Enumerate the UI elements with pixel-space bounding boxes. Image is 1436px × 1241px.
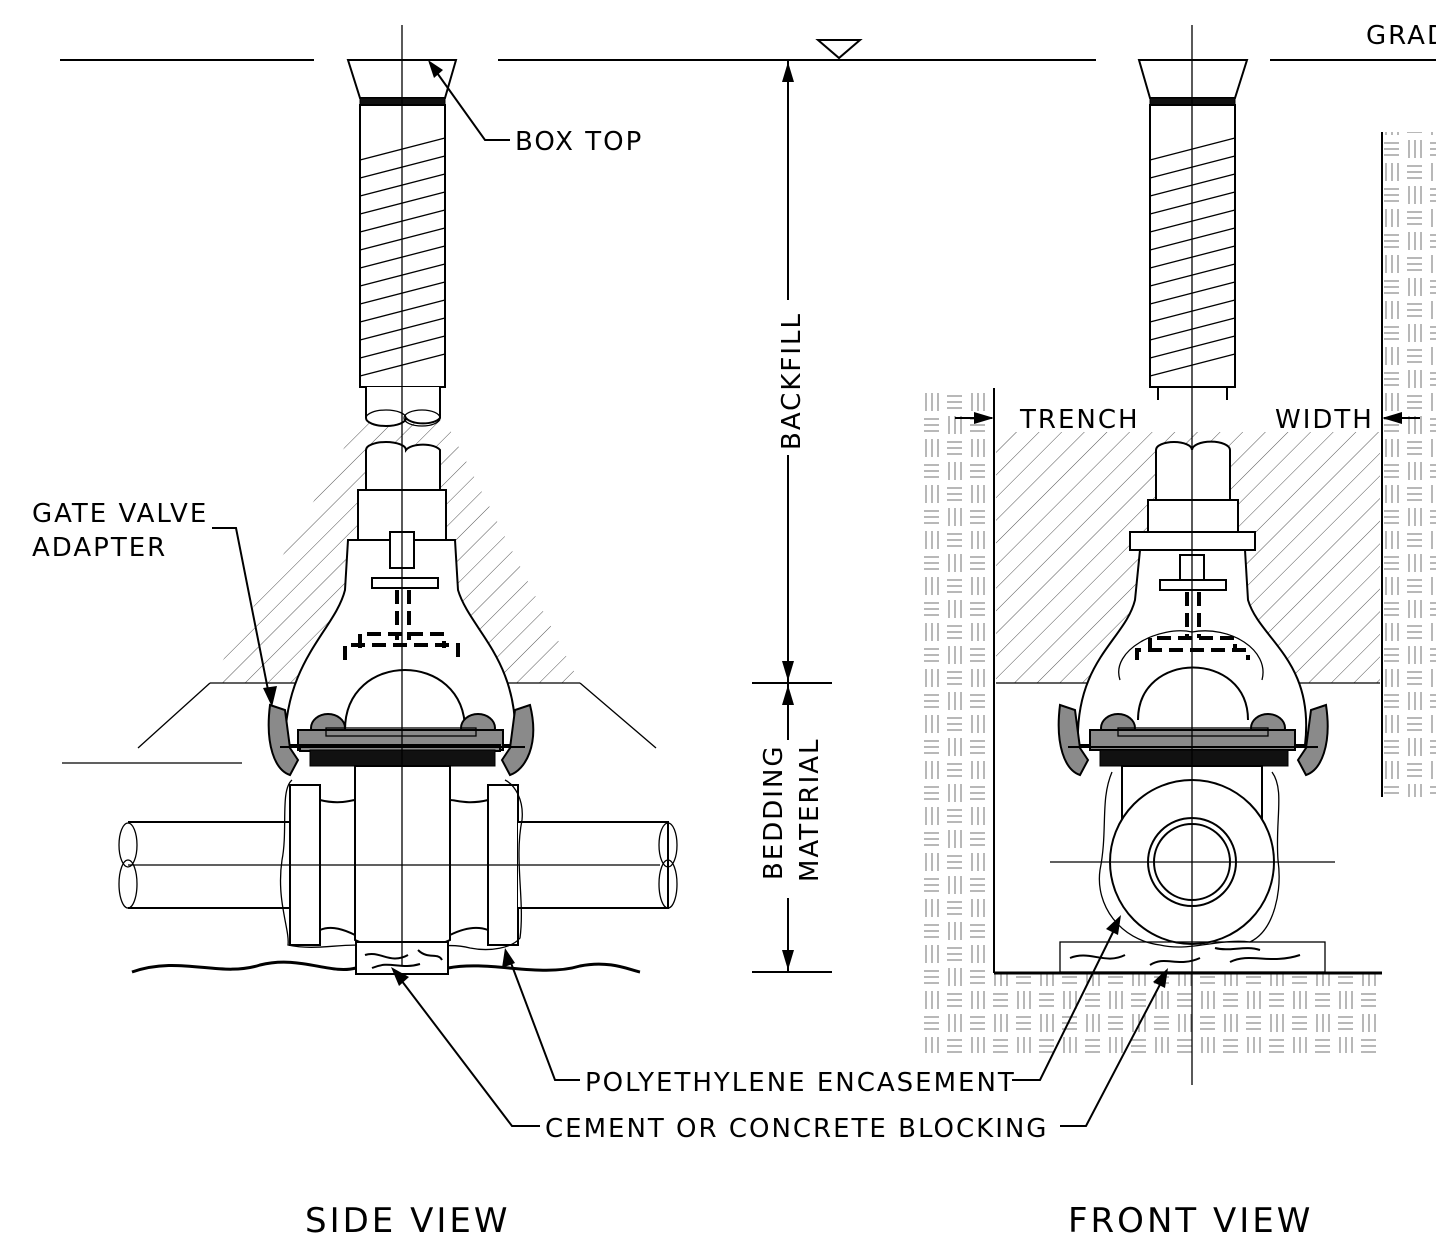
side-ground-line — [131, 960, 641, 974]
gate-valve-adapter-label-line1: GATE VALVE — [32, 499, 208, 529]
dimension-lines — [752, 60, 832, 973]
polyethylene-encasement-label: POLYETHYLENE ENCASEMENT — [585, 1068, 1016, 1098]
grade-symbol-icon — [815, 39, 863, 60]
front-soil-right — [1382, 132, 1436, 797]
backfill-label: BACKFILL — [777, 312, 807, 450]
front-box-top — [1137, 59, 1249, 99]
grade-line — [60, 39, 1436, 61]
side-adapter-right — [500, 703, 535, 777]
front-soil-bottom — [918, 973, 1380, 1053]
front-view — [918, 25, 1436, 1085]
width-label: WIDTH — [1275, 405, 1374, 435]
trench-label: TRENCH — [1019, 405, 1140, 435]
front-adapter-right — [1296, 703, 1329, 777]
cement-blocking-label: CEMENT OR CONCRETE BLOCKING — [545, 1114, 1048, 1144]
gate-valve-adapter-label-line2: ADAPTER — [32, 533, 167, 563]
callout-leaders — [212, 60, 1168, 1127]
front-polyethylene-encasement — [1098, 771, 1280, 948]
front-adapter-left — [1057, 703, 1090, 777]
bedding-label-line1: BEDDING — [759, 744, 789, 880]
grade-label: GRADE — [1366, 21, 1436, 51]
side-view — [62, 25, 678, 975]
front-soil-left — [918, 388, 994, 973]
front-view-title: FRONT VIEW — [1068, 1201, 1313, 1241]
box-top-label: BOX TOP — [515, 127, 643, 157]
side-adapter-left — [267, 703, 300, 777]
bedding-label-line2: MATERIAL — [795, 737, 825, 882]
side-view-title: SIDE VIEW — [305, 1201, 510, 1241]
